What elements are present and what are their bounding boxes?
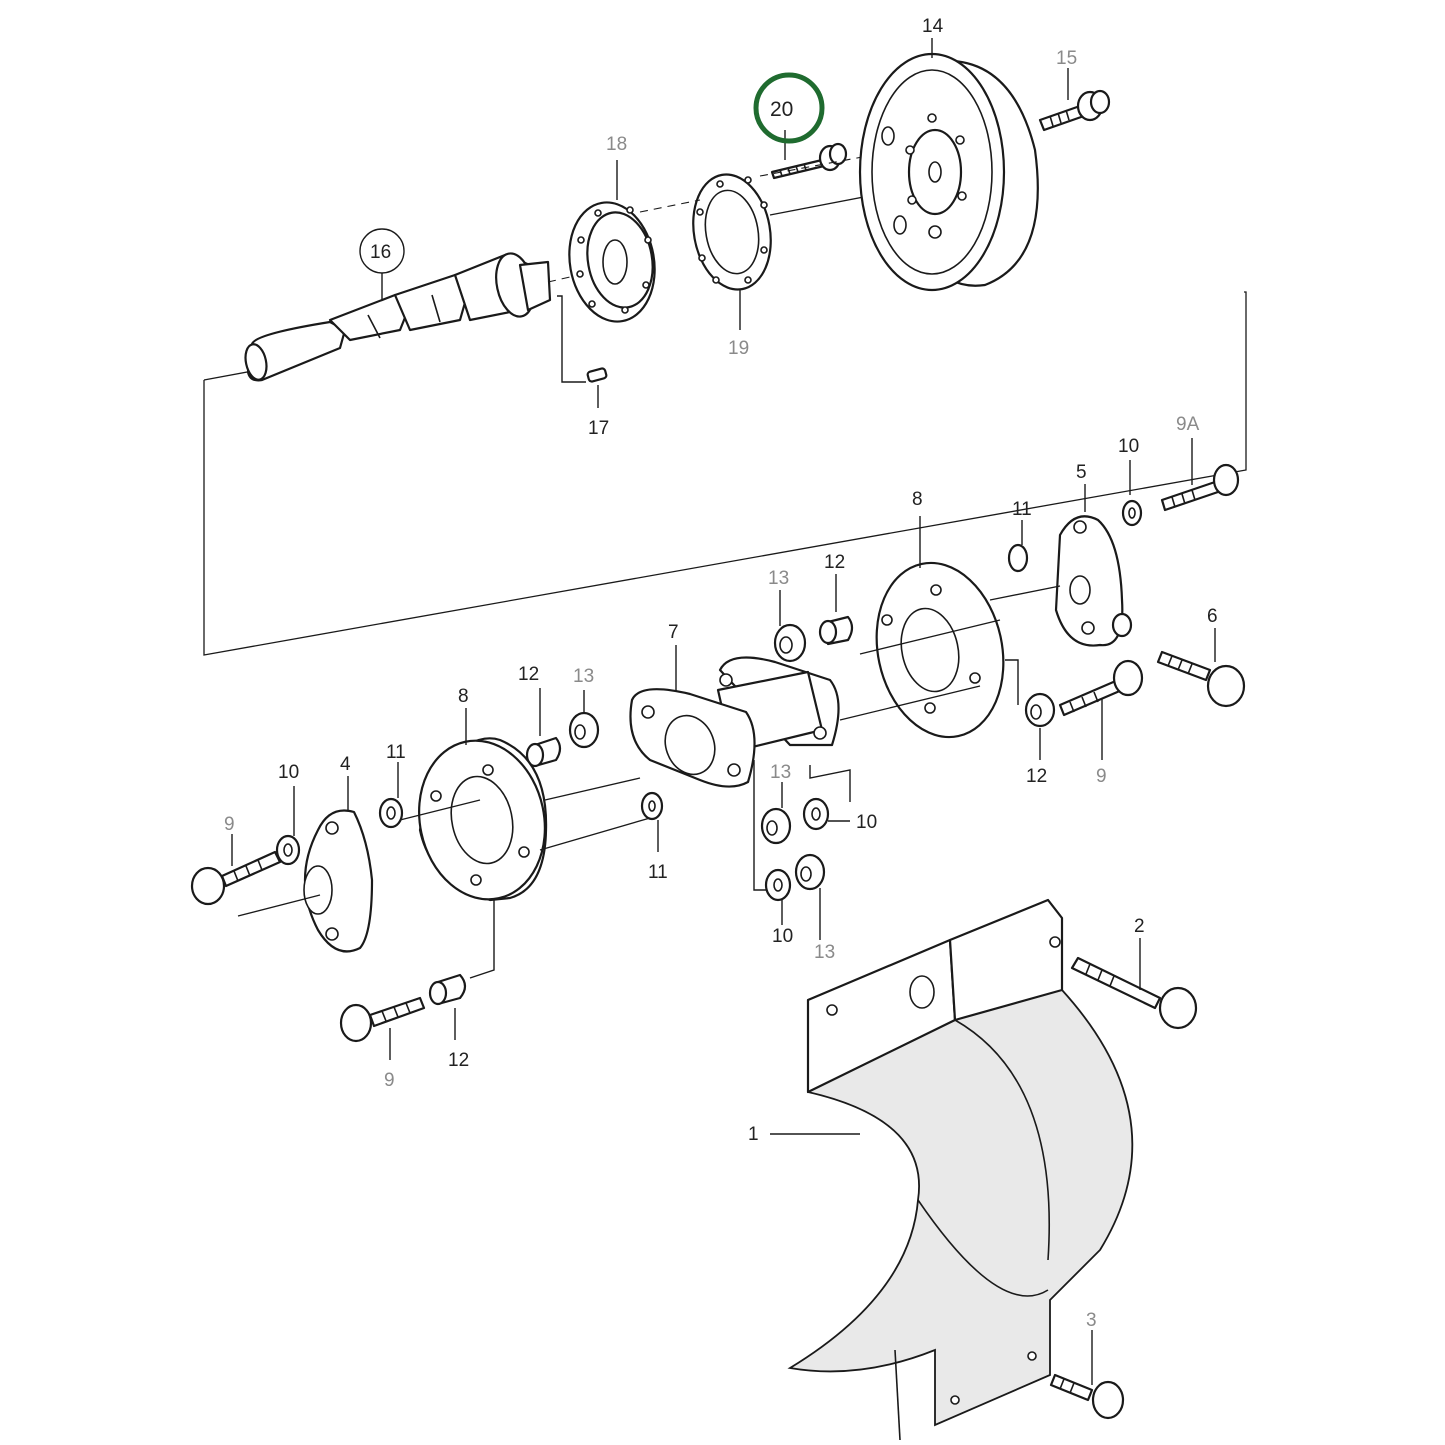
bolt-part-15 — [1038, 89, 1111, 132]
washer-part-11-lower — [640, 791, 664, 821]
label-11-left: 11 — [386, 742, 406, 763]
label-16: 16 — [370, 242, 391, 263]
washer-part-11-upper — [1007, 543, 1029, 573]
label-18: 18 — [606, 134, 627, 155]
nut-part-13-lower-b — [794, 853, 826, 891]
label-13-mid: 13 — [768, 568, 789, 589]
label-10-left: 10 — [278, 762, 299, 783]
spacer-part-12-mid — [818, 615, 854, 646]
label-10-lower-b: 10 — [772, 926, 793, 947]
leader-8-left-b — [469, 900, 495, 979]
label-1: 1 — [748, 1124, 759, 1145]
bolt-part-6 — [1111, 612, 1246, 708]
bracket-part-5 — [1054, 515, 1124, 647]
sprocket-part-14 — [858, 52, 1039, 292]
label-8-right: 8 — [912, 489, 923, 510]
label-10-upper: 10 — [1118, 436, 1139, 457]
label-5: 5 — [1076, 462, 1087, 483]
washer-part-10-lower-b — [764, 868, 792, 902]
label-11-upper: 11 — [1012, 499, 1032, 520]
label-17: 17 — [588, 418, 609, 439]
axis-line-left-4 — [539, 817, 651, 851]
washer-part-10-upper — [1121, 499, 1143, 527]
label-9-left: 9 — [224, 814, 235, 835]
bolt-part-9-lower — [339, 996, 426, 1043]
axis-line-left-3 — [544, 777, 641, 801]
axis-line-upper-1 — [639, 199, 701, 213]
label-9-lower: 9 — [384, 1070, 395, 1091]
label-13-left-mid: 13 — [573, 666, 594, 687]
key-part-17 — [586, 367, 608, 383]
label-8-left: 8 — [458, 686, 469, 707]
bolt-part-3 — [1049, 1373, 1125, 1420]
label-20: 20 — [770, 98, 793, 121]
label-3: 3 — [1086, 1310, 1097, 1331]
nut-part-12-right — [1024, 692, 1056, 728]
pipe-part-7 — [629, 656, 840, 788]
camshaft-part-16 — [244, 252, 552, 382]
leader-7-c — [753, 760, 768, 891]
bolt-part-2 — [1070, 956, 1198, 1030]
nut-part-13-lower-a — [760, 807, 792, 845]
bolt-part-9A — [1160, 463, 1240, 512]
nut-part-13-mid — [773, 623, 807, 663]
gasket-ring-part-19 — [692, 173, 772, 291]
label-7: 7 — [668, 622, 679, 643]
label-9-right: 9 — [1096, 766, 1107, 787]
bolt-part-9-right — [1058, 659, 1144, 717]
highlight-ring-20 — [753, 72, 825, 144]
label-9A: 9A — [1176, 414, 1200, 435]
spacer-part-12-lower — [428, 973, 467, 1006]
spacer-part-12-left-mid — [525, 736, 562, 768]
flange-part-8-left — [418, 737, 548, 902]
washer-part-10-left — [275, 834, 301, 866]
axis-line-mid-1 — [859, 619, 1001, 655]
label-2: 2 — [1134, 916, 1145, 937]
assembly-boundary — [203, 291, 1247, 656]
leader-17 — [557, 295, 586, 383]
label-12-left-mid: 12 — [518, 664, 539, 685]
label-10-lower-a: 10 — [856, 812, 877, 833]
label-6: 6 — [1207, 606, 1218, 627]
bracket-part-4 — [303, 809, 374, 953]
label-15: 15 — [1056, 48, 1077, 69]
leader-8-right-b — [1005, 659, 1019, 705]
label-12-mid: 12 — [824, 552, 845, 573]
label-14: 14 — [922, 16, 944, 37]
label-11-lower: 11 — [648, 862, 668, 883]
label-13-lower-a: 13 — [770, 762, 791, 783]
heat-shield-part-1 — [787, 898, 1134, 1441]
washer-part-11-left — [378, 797, 404, 829]
nut-part-13-left-mid — [568, 711, 600, 749]
axis-line-left-1 — [399, 799, 481, 821]
label-13-lower-b: 13 — [814, 942, 835, 963]
axis-line-16 — [547, 276, 571, 283]
hub-flange-part-18 — [568, 201, 656, 323]
screw-part-20 — [770, 142, 848, 180]
label-12-lower: 12 — [448, 1050, 469, 1071]
flange-part-8-right — [875, 561, 1005, 739]
axis-line-mid-2 — [989, 585, 1061, 601]
label-4: 4 — [340, 754, 351, 775]
label-12-right: 12 — [1026, 766, 1047, 787]
washer-part-10-lower-a — [802, 797, 830, 831]
axis-line-mid-3 — [839, 685, 981, 721]
axis-line-left-2 — [237, 894, 321, 917]
bolt-part-9-left — [190, 850, 282, 906]
label-19: 19 — [728, 338, 749, 359]
leader-7-b — [809, 765, 851, 802]
